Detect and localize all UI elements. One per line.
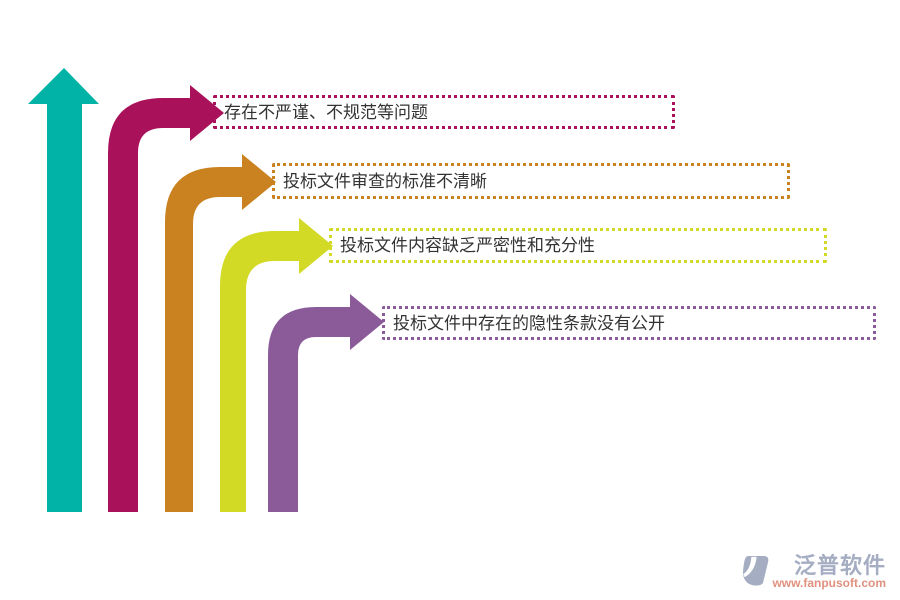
bent-arrow-item-2 [165, 154, 276, 512]
label-text-item-2: 投标文件审查的标准不清晰 [283, 171, 487, 191]
label-text-item-1: 存在不严谨、不规范等问题 [224, 102, 428, 122]
label-text-item-4: 投标文件中存在的隐性条款没有公开 [393, 313, 665, 333]
label-box-item-2: 投标文件审查的标准不清晰 [272, 163, 790, 199]
watermark-url: www.fanpusoft.com [772, 575, 886, 590]
up-arrow-icon [28, 68, 99, 512]
label-box-item-4: 投标文件中存在的隐性条款没有公开 [382, 306, 876, 340]
watermark-brand: 泛普软件 [793, 552, 886, 578]
watermark: 泛普软件 www.fanpusoft.com [742, 554, 886, 590]
bent-arrow-item-4 [268, 294, 384, 512]
fanpu-logo-icon [743, 555, 769, 586]
label-box-item-1: 存在不严谨、不规范等问题 [213, 95, 675, 129]
bent-arrow-item-3 [220, 218, 333, 512]
label-text-item-3: 投标文件内容缺乏严密性和充分性 [340, 236, 595, 255]
label-box-item-3: 投标文件内容缺乏严密性和充分性 [329, 228, 827, 263]
bent-arrow-item-1 [108, 85, 224, 512]
